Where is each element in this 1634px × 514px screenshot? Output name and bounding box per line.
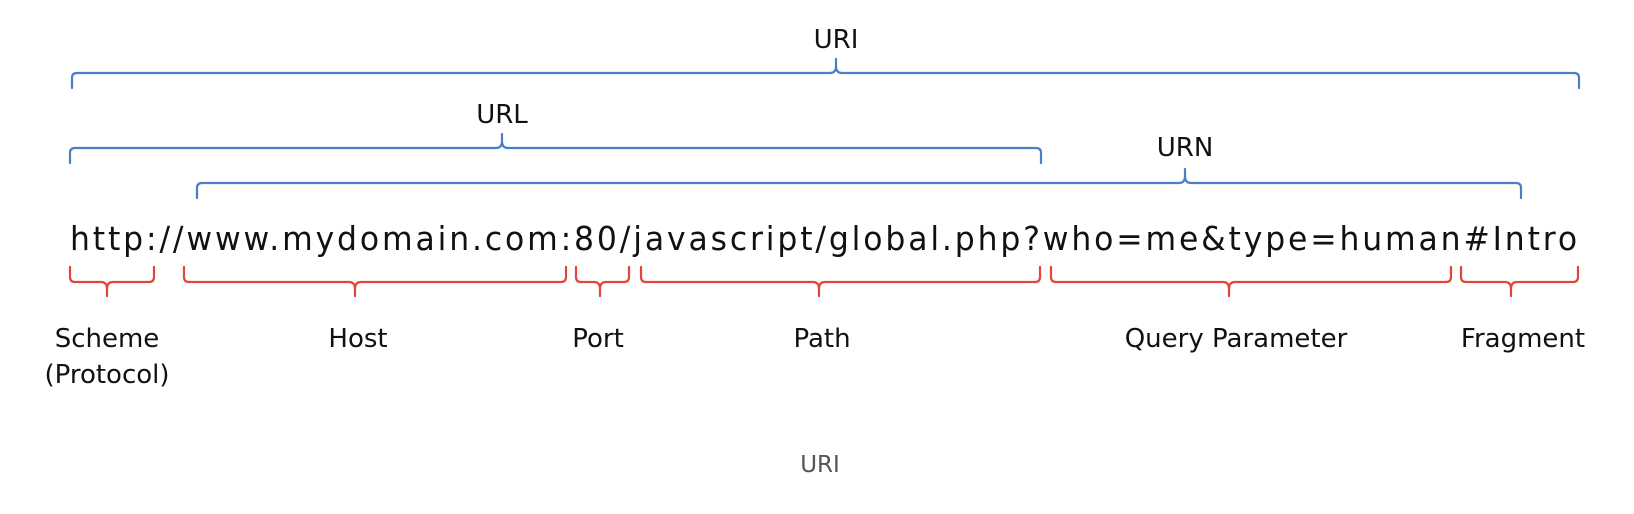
fragment-bracket	[1459, 265, 1580, 298]
url-label: URL	[476, 100, 528, 130]
protocol-label: (Protocol)	[44, 360, 169, 390]
host-bracket	[182, 265, 568, 298]
urn-label: URN	[1157, 133, 1214, 163]
uri-label: URI	[814, 25, 859, 55]
query-parameter-label: Query Parameter	[1125, 324, 1348, 354]
path-bracket	[639, 265, 1042, 298]
uri-bracket	[70, 57, 1581, 90]
scheme-label: Scheme	[55, 324, 160, 354]
fragment-label: Fragment	[1461, 324, 1585, 354]
figure-caption: URI	[800, 452, 840, 478]
port-label: Port	[572, 324, 624, 354]
urn-bracket	[195, 167, 1523, 200]
query-bracket	[1049, 265, 1453, 298]
path-label: Path	[793, 324, 850, 354]
port-bracket	[574, 265, 631, 298]
example-url: http://www.mydomain.com:80/javascript/gl…	[70, 219, 1580, 258]
scheme-bracket	[68, 265, 156, 298]
host-label: Host	[328, 324, 387, 354]
url-bracket	[68, 132, 1043, 165]
